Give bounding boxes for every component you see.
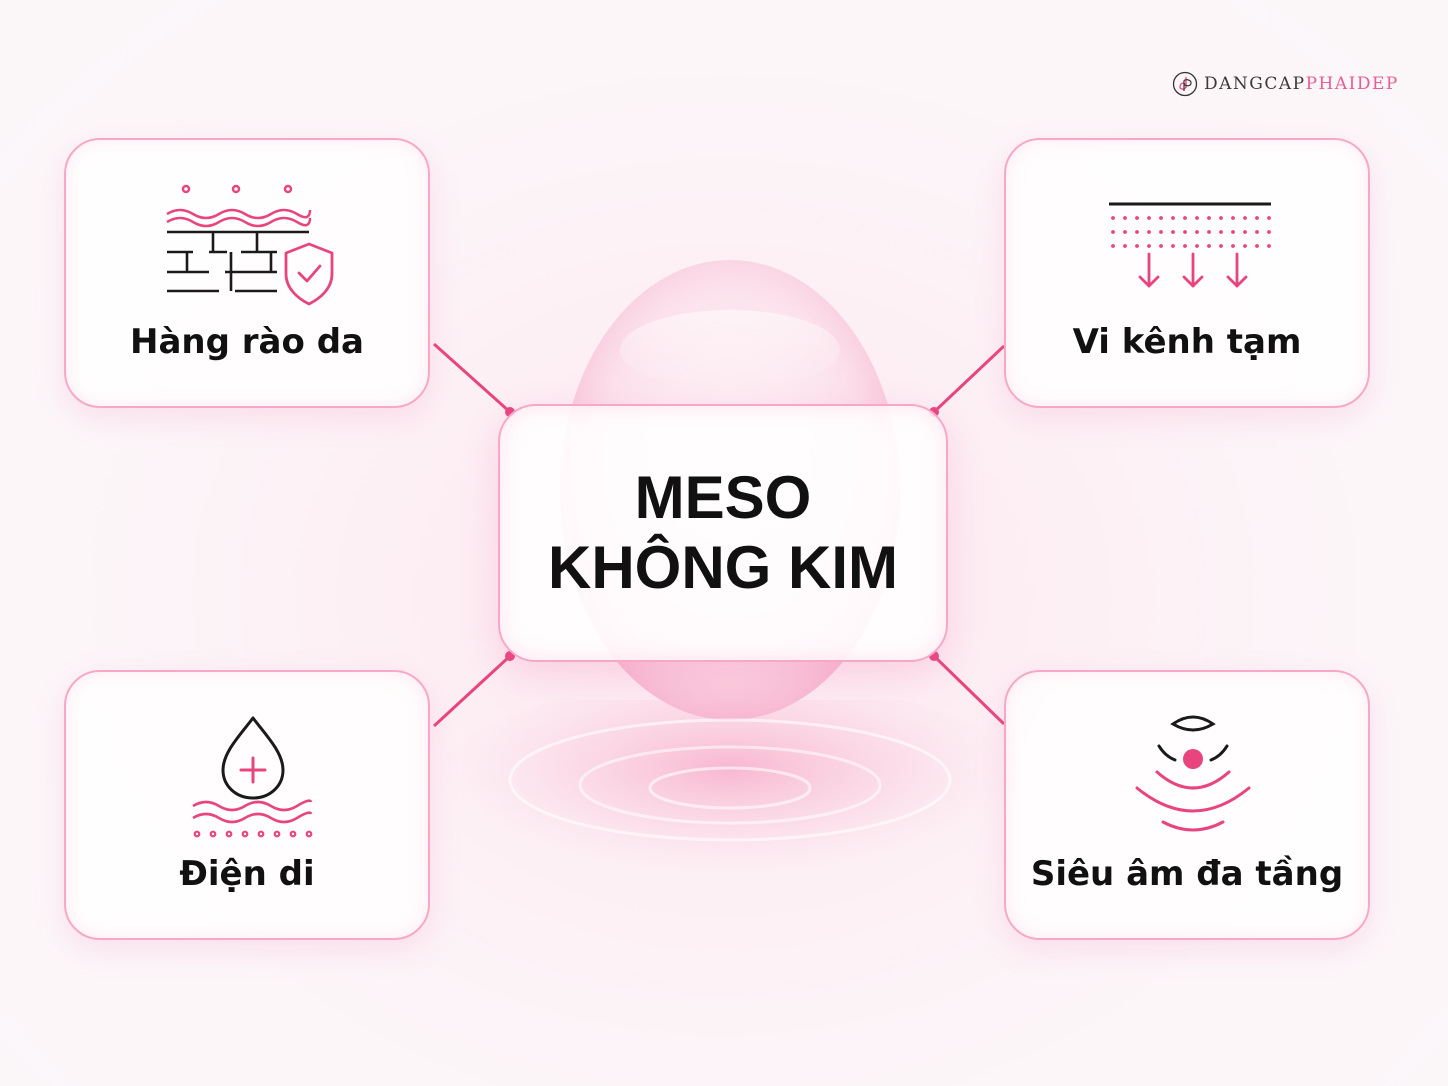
- center-title-line-1: MESO: [634, 464, 812, 531]
- node-card-micro-channel: Vi kênh tạm: [1004, 138, 1370, 408]
- node-card-skin-barrier: Hàng rào da: [64, 138, 430, 408]
- brand-name-suffix: PHAIDEP: [1305, 74, 1399, 94]
- node-label: Siêu âm đa tầng: [1030, 854, 1344, 894]
- skin-barrier-shield-icon: [166, 184, 334, 306]
- node-card-electrophoresis: Điện di: [64, 670, 430, 940]
- node-label: Vi kênh tạm: [1072, 322, 1302, 362]
- node-label: Hàng rào da: [130, 322, 364, 362]
- ultrasound-waves-icon: [1135, 715, 1251, 832]
- connector-bottom-right: [932, 654, 1006, 726]
- dp-monogram-icon: [1172, 71, 1198, 97]
- center-topic-card: MESO KHÔNG KIM: [498, 404, 948, 662]
- center-title-line-2: KHÔNG KIM: [548, 534, 898, 601]
- micro-channel-arrows-icon: [1109, 202, 1271, 288]
- droplet-plus-icon: [192, 716, 313, 838]
- water-ripple-graphic: [430, 700, 1030, 900]
- brand-logo[interactable]: DANGCAPPHAIDEP: [1172, 70, 1399, 98]
- connector-bottom-left: [432, 654, 512, 728]
- node-card-ultrasound: Siêu âm đa tầng: [1004, 670, 1370, 940]
- connector-top-left: [432, 342, 512, 414]
- brand-name: DANGCAPPHAIDEP: [1204, 74, 1399, 94]
- connector-top-right: [932, 344, 1006, 414]
- brand-name-prefix: DANGCAP: [1204, 74, 1306, 94]
- node-label: Điện di: [179, 854, 315, 894]
